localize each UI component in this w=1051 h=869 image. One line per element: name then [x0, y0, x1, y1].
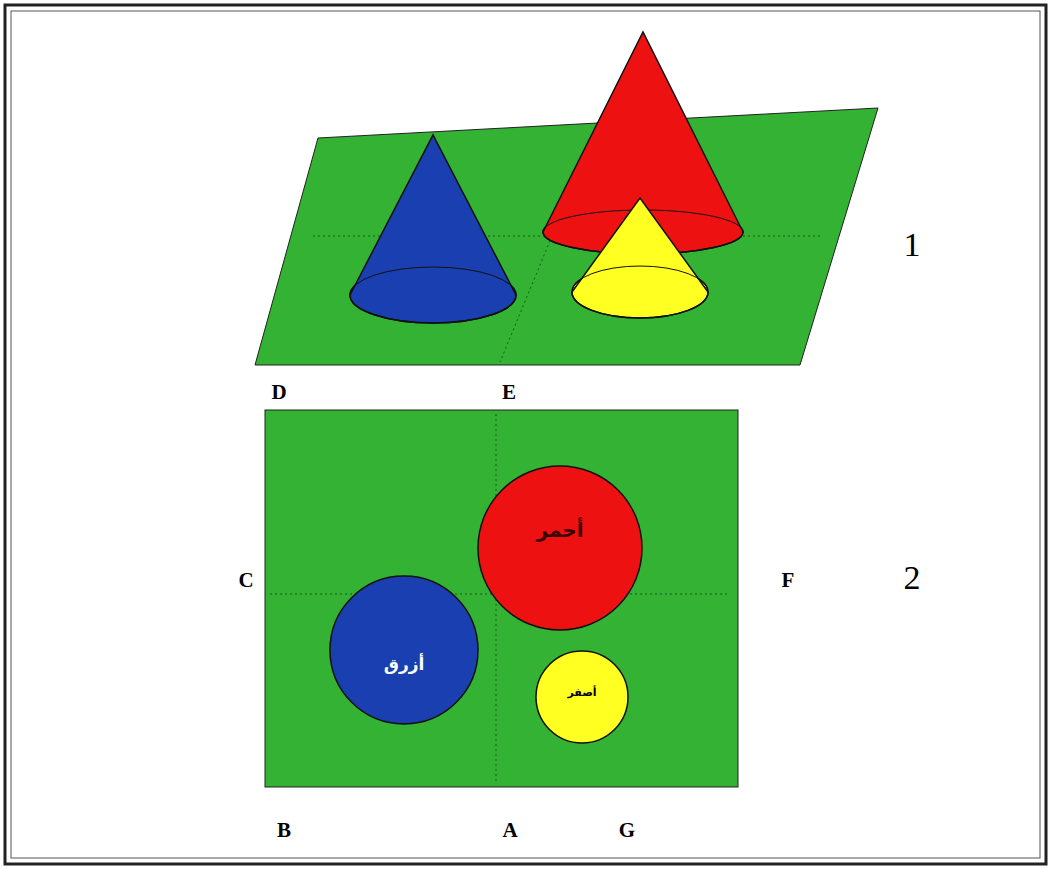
circle-shape	[536, 651, 628, 743]
point-letter: G	[619, 818, 635, 843]
circle-shape	[330, 576, 478, 724]
panel-number: 1	[904, 226, 921, 264]
yellow-cone	[572, 198, 708, 318]
point-letter: C	[238, 568, 253, 593]
point-letter: B	[277, 818, 291, 843]
panel-number: 2	[904, 559, 921, 597]
point-letter: D	[271, 380, 286, 405]
inner-frame	[11, 11, 1040, 858]
point-letter: A	[502, 818, 517, 843]
green-plan	[265, 410, 738, 787]
circle-outline	[477, 465, 643, 631]
point-letter: F	[782, 568, 795, 593]
point-letter: E	[502, 380, 516, 405]
color-name: أصفر	[567, 686, 596, 699]
circle-shape	[478, 466, 642, 630]
color-name: أزرق	[384, 654, 425, 674]
outer-frame	[5, 5, 1046, 864]
red-circle: أحمر	[477, 465, 643, 631]
green-plane	[255, 108, 878, 365]
blue-circle: أزرق	[329, 575, 479, 725]
yellow-circle: أصفر	[535, 650, 629, 744]
color-name: أحمر	[536, 518, 583, 542]
blue-cone	[350, 135, 516, 323]
circle-outline	[329, 575, 479, 725]
